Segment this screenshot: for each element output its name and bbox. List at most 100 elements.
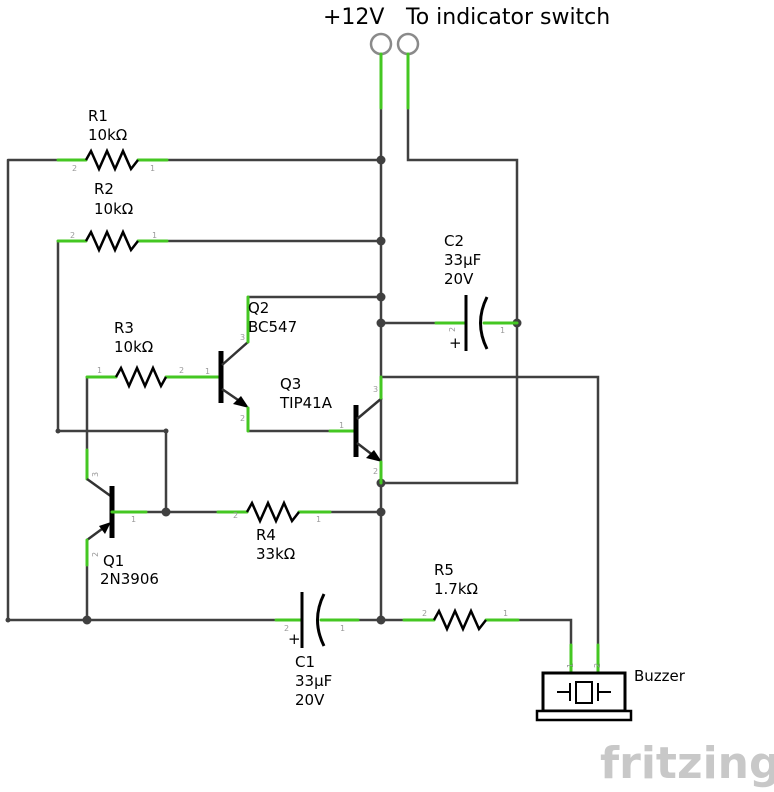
junction-dot: [376, 507, 386, 517]
q1-ref: Q1: [103, 552, 124, 570]
terminal-ring-icon: [396, 32, 420, 56]
resistor-icon: [84, 147, 139, 173]
junction-dot: [376, 236, 386, 246]
resistor-r5[interactable]: R5 1.7kΩ 2 1: [402, 561, 520, 633]
junction-dot: [376, 318, 386, 328]
fritzing-logo: fritzing: [600, 738, 774, 789]
r1-ref: R1: [88, 107, 108, 125]
junction-dot: [376, 615, 386, 625]
power-terminal-label: +12V: [323, 5, 384, 30]
pin-number: 1: [97, 366, 102, 375]
pin-number: 2: [91, 552, 100, 557]
resistor-icon: [432, 607, 487, 633]
pin-number: 2: [72, 164, 77, 173]
junction-dot: [376, 292, 386, 302]
junction-dot: [376, 155, 386, 165]
transistor-collector-line: [86, 477, 113, 499]
c1-value: 33μF: [295, 672, 332, 690]
resistor-icon: [245, 499, 300, 525]
pin-number: 1: [500, 326, 505, 335]
junction-dot: [55, 428, 61, 434]
transistor-collector-line: [221, 341, 249, 366]
r3-ref: R3: [114, 319, 134, 337]
emitter-arrow-icon: [366, 450, 382, 462]
pin-number: 1: [339, 421, 344, 430]
pin-number: 2: [593, 663, 602, 668]
r3-value: 10kΩ: [114, 338, 153, 356]
pin-number: 2: [233, 511, 238, 520]
pin-number: 2: [284, 624, 289, 633]
c2-voltage: 20V: [444, 270, 474, 288]
pin-number: 2: [422, 609, 427, 618]
pin-number: 2: [448, 327, 457, 332]
pin-number: 2: [240, 414, 245, 423]
c1-voltage: 20V: [295, 691, 325, 709]
pin-number: 1: [150, 164, 155, 173]
pin-number: 1: [566, 663, 575, 668]
buzzer-base-icon: [535, 709, 633, 722]
wire-switch-drop[interactable]: [379, 106, 519, 485]
transistor-collector-line: [356, 397, 383, 420]
pin-number: 1: [340, 624, 345, 633]
pin-number: 3: [240, 333, 245, 342]
transistor-q2[interactable]: Q2 BC547 3 1 2: [195, 295, 297, 433]
capacitor-c2[interactable]: C2 33μF 20V 2 1 +: [434, 232, 519, 352]
r2-ref: R2: [94, 180, 114, 198]
pin-number: 3: [91, 472, 100, 477]
pin-number: 2: [70, 231, 75, 240]
c1-ref: C1: [295, 653, 315, 671]
resistor-r3[interactable]: R3 10kΩ 1 2: [85, 319, 199, 390]
resistor-icon: [84, 228, 139, 254]
pin-number: 1: [152, 231, 157, 240]
r2-value: 10kΩ: [94, 200, 133, 218]
q1-part: 2N3906: [100, 570, 159, 588]
pin-number: 1: [205, 367, 210, 376]
resistor-r4[interactable]: R4 33kΩ 2 1: [216, 499, 332, 563]
junctions: [5, 155, 522, 625]
buzzer[interactable]: Buzzer 1 2: [535, 643, 686, 722]
c2-ref: C2: [444, 232, 464, 250]
junction-dot: [5, 617, 11, 623]
pin-number: 2: [179, 366, 184, 375]
q3-part: TIP41A: [279, 394, 333, 412]
junction-dot: [163, 428, 169, 434]
r5-value: 1.7kΩ: [434, 580, 478, 598]
resistor-icon: [114, 364, 168, 390]
transistor-q3[interactable]: Q3 TIP41A 3 1 2: [279, 375, 383, 485]
buzzer-leg: [569, 643, 600, 675]
buzzer-crystal-plate: [575, 681, 593, 704]
r1-value: 10kΩ: [88, 126, 127, 144]
terminal-ring-icon: [369, 32, 393, 56]
c1-plus-sign: +: [288, 630, 301, 648]
q3-ref: Q3: [280, 375, 301, 393]
c2-value: 33μF: [444, 251, 481, 269]
c2-plus-sign: +: [449, 334, 462, 352]
wire-left-rail[interactable]: [6, 158, 278, 622]
transistor-q1[interactable]: Q1 2N3906 3 1 2: [85, 448, 159, 588]
capacitor-curve-icon: [316, 593, 326, 647]
q2-ref: Q2: [248, 299, 269, 317]
wire-r5-right[interactable]: [516, 618, 573, 647]
resistor-r2[interactable]: R2 10kΩ 2 1: [56, 180, 169, 254]
wires: [6, 106, 600, 647]
wire-r2-left[interactable]: [56, 239, 168, 514]
r4-value: 33kΩ: [256, 545, 295, 563]
pin-number: 1: [131, 515, 136, 524]
wire-buzzer-2[interactable]: [379, 375, 600, 647]
buzzer-label: Buzzer: [634, 667, 686, 685]
q2-part: BC547: [248, 318, 297, 336]
capacitor-c1[interactable]: C1 33μF 20V 2 1 +: [274, 592, 360, 709]
resistor-r1[interactable]: R1 10kΩ 2 1: [56, 107, 169, 173]
buzzer-crystal-icon: [557, 683, 611, 701]
pin-number: 1: [316, 515, 321, 524]
pin-number: 1: [503, 609, 508, 618]
terminal-switch[interactable]: To indicator switch: [396, 5, 610, 110]
capacitor-curve-icon: [479, 296, 489, 350]
junction-dot: [82, 615, 92, 625]
r5-ref: R5: [434, 561, 454, 579]
r4-ref: R4: [256, 526, 276, 544]
emitter-arrow-icon: [233, 396, 249, 408]
pin-number: 3: [373, 385, 378, 394]
terminal-power[interactable]: +12V: [323, 5, 393, 110]
emitter-arrow-icon: [99, 522, 111, 534]
